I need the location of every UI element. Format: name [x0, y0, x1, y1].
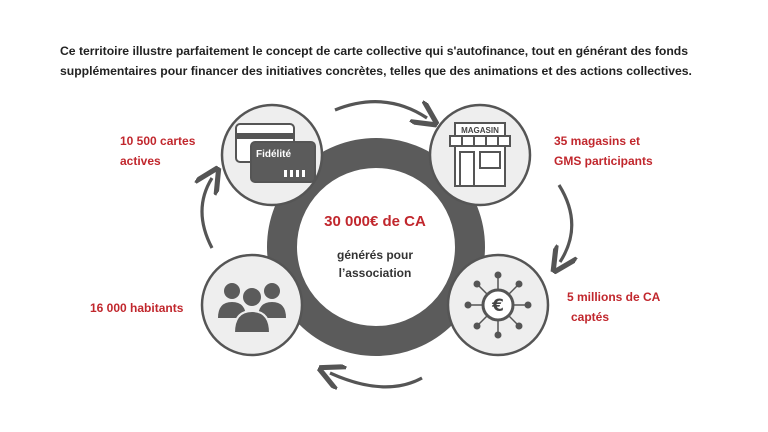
- label-stores-line-1: 35 magasins et: [554, 134, 641, 148]
- center-subtitle: générés pour l’association: [315, 246, 435, 282]
- label-revenue-line-2: captés: [571, 310, 610, 324]
- node-inhabitants: [200, 253, 304, 357]
- node-cards: Fidélité: [220, 103, 324, 207]
- label-inhabitants-line-1: 16 000 habitants: [90, 301, 184, 315]
- storefront-icon: MAGASIN: [449, 122, 511, 187]
- label-stores: 35 magasins et GMS participants: [554, 131, 653, 171]
- card-text: Fidélité: [256, 149, 291, 160]
- label-stores-line-2: GMS participants: [554, 154, 653, 168]
- arrow-stores-to-revenue: [559, 184, 572, 262]
- euro-symbol: €: [491, 296, 504, 316]
- label-revenue-line-1: 5 millions de CA: [567, 290, 661, 304]
- arrow-inhabitants-to-cards: [202, 178, 212, 249]
- loyalty-card-icon: Fidélité: [235, 123, 316, 183]
- node-revenue: €: [446, 253, 550, 357]
- label-cards: 10 500 cartes actives: [120, 131, 195, 171]
- center-subtitle-line-2: l’association: [338, 266, 412, 280]
- intro-line-1: Ce territoire illustre parfaitement le c…: [60, 44, 688, 58]
- arrow-cards-to-stores: [334, 100, 427, 118]
- people-group-icon: [218, 283, 286, 334]
- label-inhabitants: 16 000 habitants: [90, 298, 183, 318]
- label-revenue: 5 millions de CA captés: [567, 287, 660, 327]
- intro-text: Ce territoire illustre parfaitement le c…: [60, 41, 720, 81]
- label-cards-line-2: actives: [120, 154, 161, 168]
- center-revenue-title: 30 000€ de CA: [324, 213, 426, 230]
- store-sign-text: MAGASIN: [461, 126, 499, 135]
- label-cards-line-1: 10 500 cartes: [120, 134, 196, 148]
- central-ring: [267, 138, 485, 356]
- euro-network-icon: €: [464, 271, 532, 339]
- node-stores: MAGASIN: [428, 103, 532, 207]
- arrow-revenue-to-inhabitants: [330, 373, 423, 387]
- intro-line-2: supplémentaires pour financer des initia…: [60, 64, 692, 78]
- center-subtitle-line-1: générés pour: [336, 248, 414, 262]
